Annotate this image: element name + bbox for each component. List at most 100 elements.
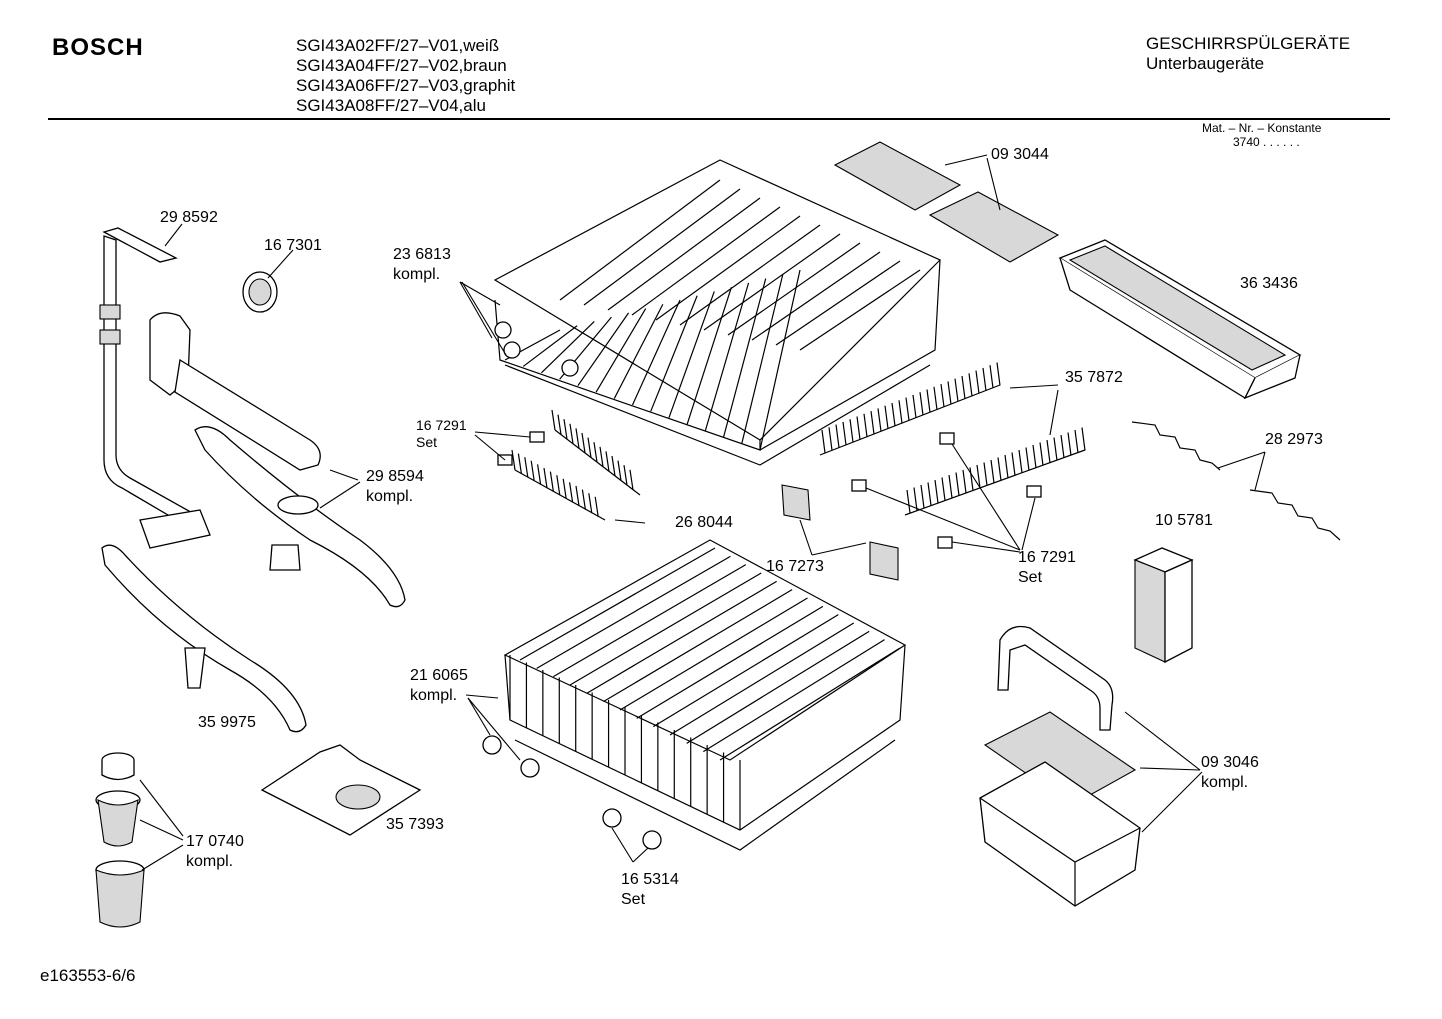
wire-bar — [611, 455, 616, 477]
wire-bar — [982, 367, 987, 391]
part-note: kompl. — [186, 853, 234, 870]
part-number: 16 5314 — [621, 871, 679, 888]
part-note: Set — [621, 891, 646, 908]
wire-bar — [947, 381, 952, 405]
wire-bar — [1032, 444, 1037, 469]
wire-bar — [996, 362, 1001, 386]
wire-bar — [686, 630, 870, 744]
material-number-value: 3740 . . . . . . — [1233, 135, 1300, 149]
wire-bar — [1011, 452, 1016, 476]
wire-bar — [581, 489, 586, 510]
wire-bar — [605, 451, 610, 472]
part-note: kompl. — [366, 488, 414, 505]
wire-bar — [727, 242, 861, 336]
mesh-trays-drawing — [833, 141, 1060, 263]
leader-lines — [139, 154, 1266, 871]
wire-bar — [927, 482, 932, 506]
wire-bar — [524, 457, 529, 478]
supply-pipe-drawing — [99, 227, 211, 549]
wire-bar — [636, 605, 824, 719]
wire-bar — [577, 312, 630, 387]
wire-bar — [941, 477, 946, 501]
wire-bar — [891, 402, 896, 427]
wire-bar — [599, 446, 604, 467]
wire-bar — [1025, 447, 1030, 471]
wire-bar — [997, 457, 1002, 481]
wire-bar — [530, 460, 535, 481]
wire-bar — [920, 484, 925, 509]
wire-bar — [1053, 437, 1058, 461]
wire-bar — [603, 589, 793, 703]
wire-bar — [594, 496, 599, 517]
wire-bar — [933, 386, 938, 410]
category-title: GESCHIRRSPÜLGERÄTE — [1146, 34, 1351, 53]
wire-bar — [1067, 432, 1072, 456]
wire-bar — [842, 421, 847, 445]
wire-bar — [668, 291, 715, 419]
wire-bar — [1081, 427, 1086, 451]
cutlery-cup-drawing — [1133, 547, 1194, 664]
wire-bar — [870, 411, 875, 435]
wire-bar — [703, 639, 885, 753]
part-number: 28 2973 — [1265, 431, 1323, 448]
wire-bar — [1004, 454, 1009, 479]
part-number: 35 7393 — [386, 816, 444, 833]
wire-bar — [849, 419, 854, 443]
part-note: kompl. — [393, 266, 441, 283]
wire-bar — [704, 282, 750, 431]
wire-bar — [595, 308, 647, 393]
step-tines-drawing — [1131, 421, 1341, 541]
filter-disc-drawing — [242, 271, 278, 313]
part-number: 36 3436 — [1240, 275, 1298, 292]
wire-bar — [588, 493, 593, 514]
wire-bar — [969, 467, 974, 491]
wire-bar — [948, 474, 953, 499]
part-label-298592: 29 8592 — [160, 208, 218, 228]
part-label-167301: 16 7301 — [264, 236, 322, 256]
wire-bar — [623, 465, 628, 486]
wire-bar — [553, 564, 747, 678]
wire-bar — [934, 479, 939, 504]
wire-bar — [556, 475, 561, 496]
wire-bar — [1060, 434, 1065, 459]
document-id: e163553-6/6 — [40, 966, 136, 985]
wire-bar — [821, 429, 826, 454]
wire-bar — [522, 325, 578, 367]
sieve-plate-drawing — [260, 744, 422, 836]
wire-bar — [856, 416, 861, 440]
wire-bar — [569, 423, 574, 444]
wire-bar — [961, 375, 966, 400]
tine-rows-drawing — [819, 362, 1086, 516]
wire-bar — [905, 397, 910, 421]
wire-bar — [519, 547, 716, 661]
wire-bar — [629, 469, 634, 490]
model-list: SGI43A02FF/27–V01,weiß SGI43A04FF/27–V02… — [296, 36, 515, 116]
wire-bar — [511, 449, 516, 471]
wire-bar — [1039, 442, 1044, 466]
wire-bar — [741, 274, 784, 444]
header-rule — [48, 118, 1390, 120]
wire-bar — [536, 555, 731, 669]
model-line: SGI43A04FF/27–V02,braun — [296, 56, 507, 75]
wire-bar — [559, 179, 721, 301]
wire-bar — [912, 394, 917, 418]
wire-bar — [549, 471, 554, 492]
lower-spray-arm-drawing — [101, 544, 307, 733]
wire-bar — [990, 459, 995, 484]
wire-bar — [669, 622, 855, 736]
part-note: kompl. — [1201, 774, 1249, 791]
wire-bar — [557, 414, 562, 435]
wire-bar — [575, 485, 580, 507]
wire-bar — [541, 320, 595, 374]
lower-basket-drawing — [482, 539, 907, 851]
wire-bar — [898, 400, 903, 424]
wire-bar — [631, 299, 681, 406]
part-number: 16 7291 — [1018, 549, 1076, 566]
part-number: 10 5781 — [1155, 512, 1213, 529]
wire-bar — [919, 392, 924, 416]
